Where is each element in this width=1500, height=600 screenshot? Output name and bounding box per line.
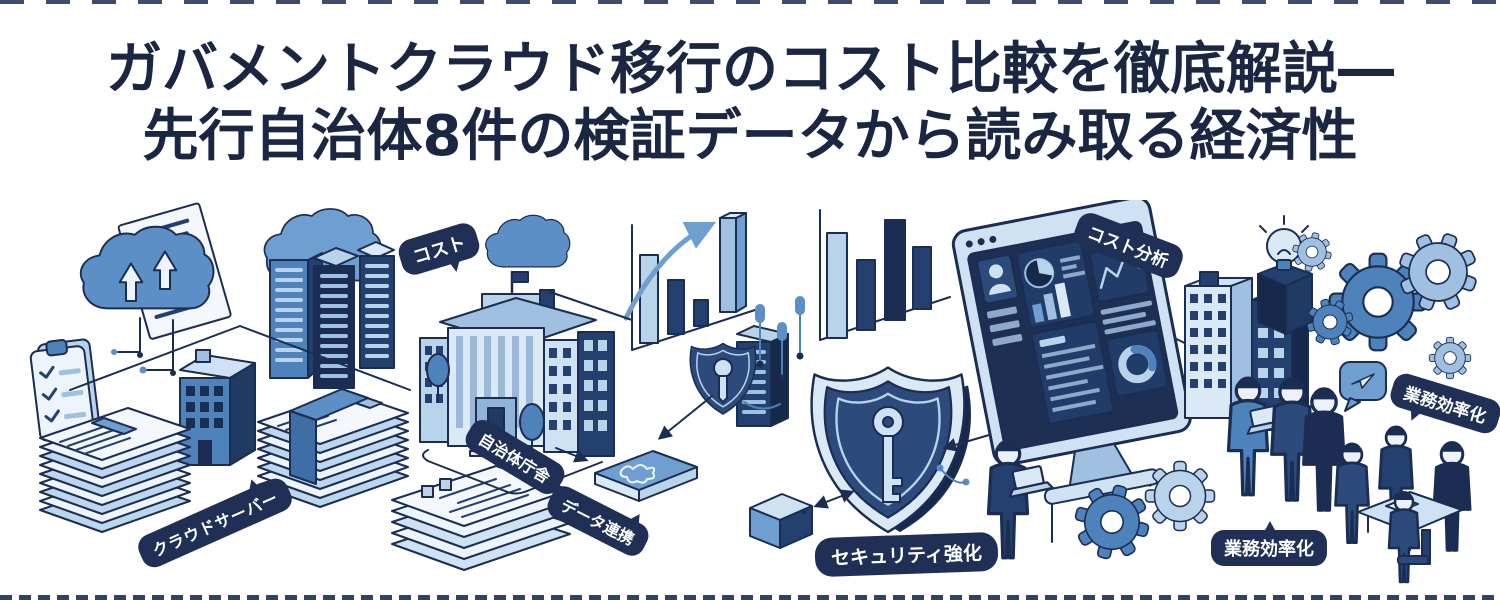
document-bundle-icon xyxy=(257,388,409,508)
growth-bar-chart-icon xyxy=(623,212,756,351)
cloud-icon-small xyxy=(485,214,571,268)
tablet-sketch-icon xyxy=(594,450,698,502)
shield-key-server-icon xyxy=(689,325,789,427)
connector-circuit-lines xyxy=(69,291,1233,543)
paper-stack-icon xyxy=(39,407,191,533)
title-line-2: 先行自治体8件の検証データから読み取る経済性 xyxy=(142,104,1358,170)
storage-box-icon xyxy=(749,493,813,549)
badge-security: セキュリティ強化 xyxy=(814,531,999,578)
bar-chart-icon xyxy=(819,209,951,341)
brochure-stack-icon xyxy=(391,465,571,571)
gear-cluster-icon xyxy=(1288,221,1489,380)
government-building-icon xyxy=(419,270,615,457)
cloud-server-rack-icon xyxy=(263,208,395,389)
meeting-table-group xyxy=(1334,424,1472,584)
lightbulb-icon xyxy=(1257,215,1313,335)
isometric-illustration xyxy=(29,200,1489,584)
business-team-icon xyxy=(1226,374,1346,512)
chat-bubble-send-icon xyxy=(1339,361,1387,412)
upload-cloud-icon xyxy=(79,225,215,310)
top-dashed-edge xyxy=(0,0,1500,4)
page-title: ガバメントクラウド移行のコスト比較を徹底解説― 先行自治体8件の検証データから読… xyxy=(0,36,1500,170)
badge-efficiency-bottom: 業務効率化 xyxy=(1211,521,1327,566)
tree-icon xyxy=(426,353,545,457)
security-shield-key-icon xyxy=(810,366,971,534)
office-building-icon xyxy=(179,349,256,466)
title-line-1: ガバメントクラウド移行のコスト比較を徹底解説― xyxy=(106,37,1394,102)
